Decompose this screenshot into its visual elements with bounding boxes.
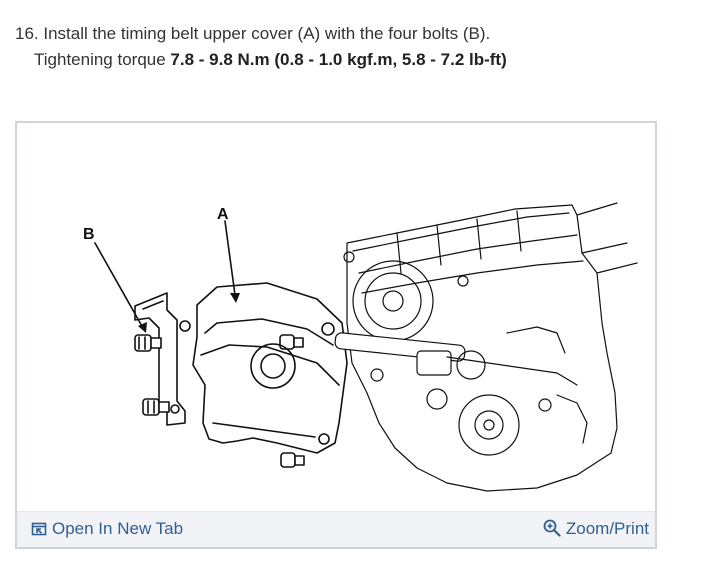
bolt-1 <box>134 334 162 352</box>
timing-cover-illustration: A B <box>17 123 655 512</box>
zoom-print-label: Zoom/Print <box>565 519 649 538</box>
step-text: 16. Install the timing belt upper cover … <box>15 24 491 43</box>
callout-a: A <box>217 206 229 223</box>
figure-frame: A B Open In New Tab Zoom/Print <box>15 121 657 549</box>
arrow-b <box>138 322 147 333</box>
step-instruction: 16. Install the timing belt upper cover … <box>15 22 490 46</box>
bolt-4 <box>280 452 305 468</box>
zoom-print-link[interactable]: Zoom/Print <box>543 518 649 540</box>
engine <box>334 202 638 492</box>
callout-b: B <box>83 226 95 243</box>
torque-value: 7.8 - 9.8 N.m (0.8 - 1.0 kgf.m, 5.8 - 7.… <box>170 50 507 69</box>
torque-spec: Tightening torque 7.8 - 9.8 N.m (0.8 - 1… <box>34 48 507 72</box>
timing-cover-drawing: A B <box>83 202 638 492</box>
open-in-new-tab-link[interactable]: Open In New Tab <box>31 518 183 540</box>
zoom-in-icon <box>543 519 561 537</box>
leader-a <box>224 220 236 296</box>
open-in-new-tab-icon <box>31 522 47 536</box>
open-in-new-tab-label: Open In New Tab <box>52 519 184 538</box>
bracket <box>134 292 191 426</box>
arrow-a <box>230 293 240 303</box>
figure-footer: Open In New Tab Zoom/Print <box>17 511 655 547</box>
upper-cover <box>192 282 348 454</box>
bolt-2 <box>142 398 170 416</box>
torque-prefix: Tightening torque <box>34 50 171 69</box>
